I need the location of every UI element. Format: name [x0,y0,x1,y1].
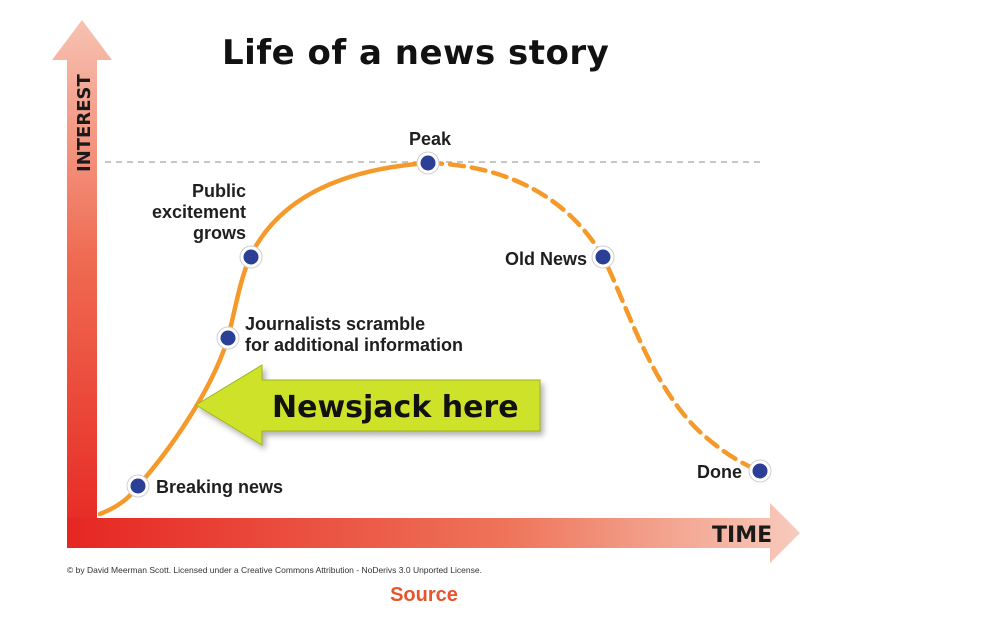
label-journalists-line2: for additional information [245,335,463,355]
label-public-line3: grows [193,223,246,243]
stage-dot-journalists [216,326,240,350]
label-public-line2: excitement [152,202,246,222]
label-old-news: Old News [505,249,587,269]
stage-dot-done [748,459,772,483]
stage-dot-oldnews [591,245,615,269]
newsjack-label: Newsjack here [272,390,519,425]
y-axis-label: INTEREST [74,74,95,172]
stage-dot-public [239,245,263,269]
label-public-line1: Public [192,181,246,201]
stage-dot-breaking [126,474,150,498]
license-credit: © by David Meerman Scott. Licensed under… [67,565,482,575]
label-done: Done [697,462,742,482]
diagram-title: Life of a news story [222,33,609,73]
y-axis-arrow [52,20,112,548]
newsjack-callout [195,364,541,446]
curve-falling [425,160,763,474]
stage-dot-peak [416,151,440,175]
source-link[interactable]: Source [390,584,458,606]
x-axis-arrow [67,503,800,563]
label-peak: Peak [409,129,452,149]
label-journalists-line1: Journalists scramble [245,314,425,334]
newsjack-arrow-shape [195,364,541,446]
x-axis-label: TIME [712,523,772,548]
label-breaking-news: Breaking news [156,477,283,497]
